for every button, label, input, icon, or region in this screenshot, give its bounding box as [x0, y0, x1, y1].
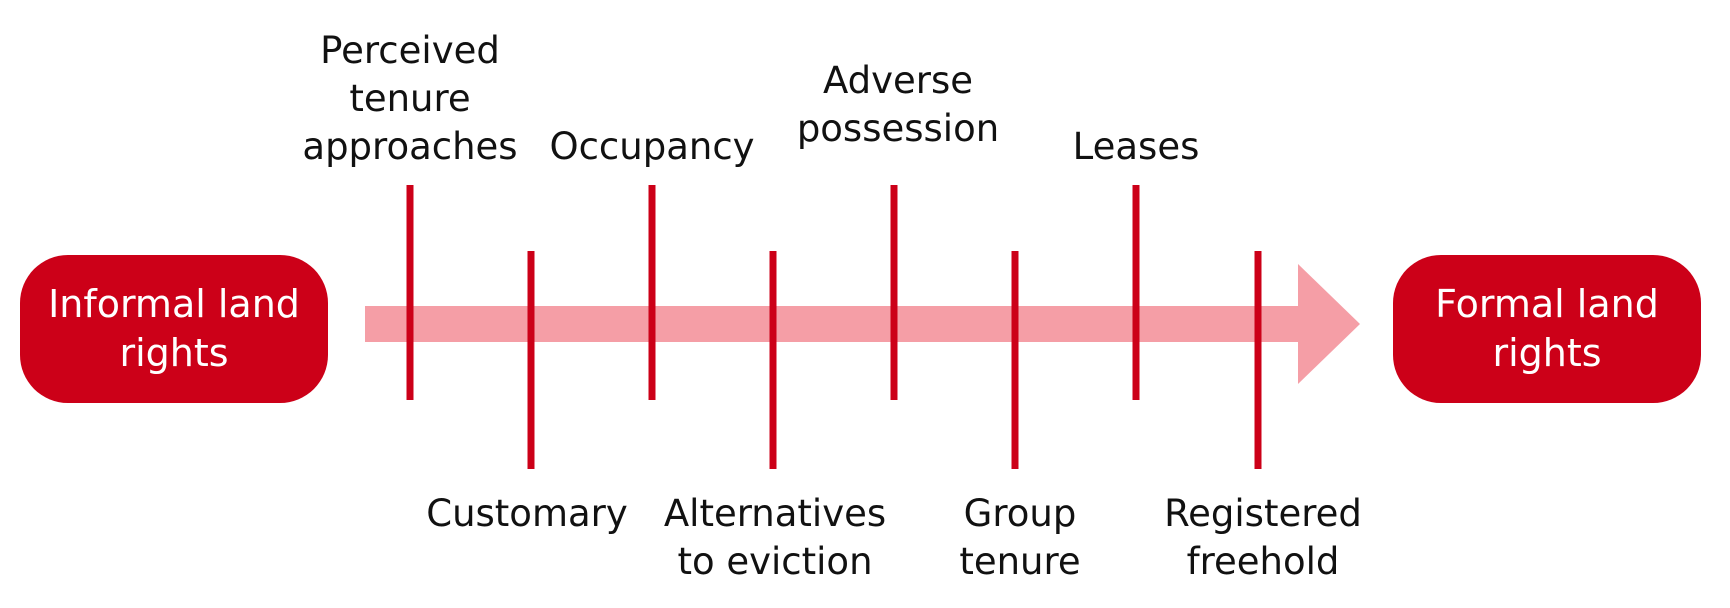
label-occupancy: Occupancy: [549, 125, 755, 168]
formal-land-rights-label: Formal land rights: [1435, 282, 1659, 375]
label-perceived-tenure-approaches: Perceived tenure approaches: [302, 29, 518, 168]
label-registered-freehold: Registered freehold: [1164, 492, 1362, 583]
label-customary: Customary: [426, 492, 628, 535]
informal-land-rights-box: Informal land rights: [20, 255, 328, 403]
label-group-tenure: Group tenure: [959, 492, 1081, 583]
continuum-arrow-shaft: [365, 306, 1300, 342]
label-adverse-possession: Adverse possession: [796, 59, 1000, 150]
continuum-arrow-head: [1298, 264, 1360, 384]
formal-land-rights-box: Formal land rights: [1393, 255, 1701, 403]
label-leases: Leases: [1072, 125, 1200, 168]
informal-land-rights-label: Informal land rights: [48, 282, 300, 375]
label-alternatives-to-eviction: Alternatives to eviction: [663, 492, 887, 583]
